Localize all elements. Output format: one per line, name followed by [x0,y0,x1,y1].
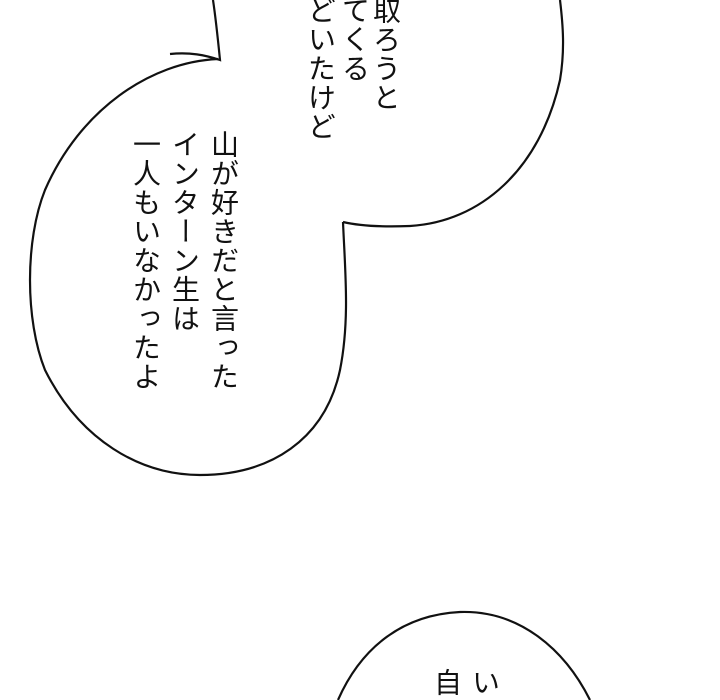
dialogue-column: どいたけど [304,0,337,141]
dialogue-column: インターン生は [168,130,201,333]
dialogue-column: てくる [338,0,371,83]
dialogue-column: い [468,668,501,697]
dialogue-column: 山が好きだと言った [207,130,240,391]
dialogue-column: 一人もいなかったよ [129,130,162,391]
dialogue-column: 取ろうと [369,0,402,112]
dialogue-column: 自 [430,668,463,697]
upper-right-bubble-outline [169,0,565,228]
bottom-bubble-outline [336,610,591,700]
left-bubble-outline [28,57,348,477]
